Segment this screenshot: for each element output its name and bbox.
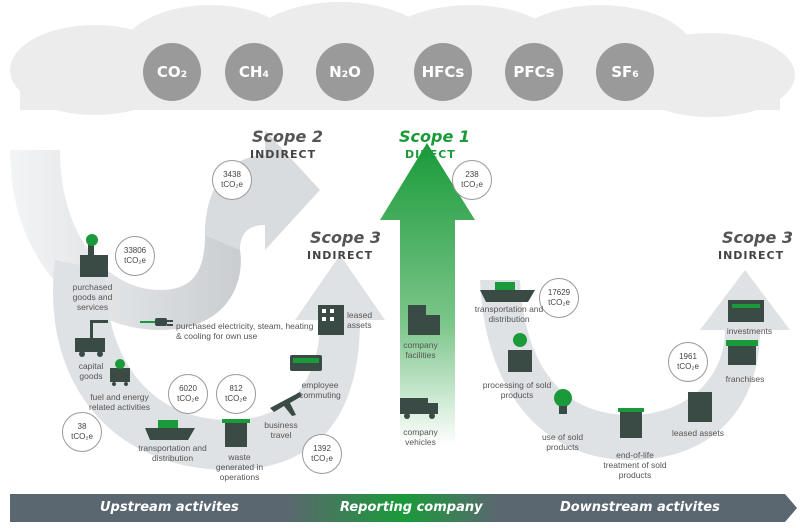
franchises-value: 1961 (679, 352, 697, 361)
gas-hfcs: HFCs (414, 43, 472, 101)
label-transport-up: transportation and distribution (138, 443, 207, 463)
franchises-unit: tCO₂e (677, 362, 699, 371)
gas-sf6: SF₆ (596, 43, 654, 101)
label-franchises: franchises (725, 374, 765, 384)
fuel-energy-unit: tCO₂e (71, 432, 93, 441)
scope1-value: 238 (465, 170, 479, 179)
label-company-facilities: company facilities (403, 340, 438, 360)
truck-icon (400, 398, 438, 419)
transport-down-unit: tCO₂e (548, 298, 570, 307)
scope3-upstream-subtitle: INDIRECT (307, 249, 374, 262)
gas-n2o: N₂O (316, 43, 374, 101)
scope3-downstream-arrow (480, 270, 790, 460)
transport-up-value: 6020 (179, 384, 197, 393)
label-purchased-electricity: purchased electricity, steam, heating & … (176, 321, 314, 341)
label-purchased-goods: purchased goods and services (72, 282, 113, 312)
ship-icon-upstream (145, 420, 195, 440)
shop-icon (726, 340, 758, 365)
label-fuel-energy: fuel and energy related activities (89, 392, 150, 412)
building-icon-downstream (688, 392, 712, 422)
recycle-bin-icon (618, 408, 644, 438)
scope1-arrow (380, 143, 475, 445)
scope1-unit: tCO₂e (461, 180, 483, 189)
cloud-background (10, 2, 795, 117)
investments-icon (728, 300, 764, 322)
gas-pfcs: PFCs (505, 43, 563, 101)
label-investments: investments (726, 326, 773, 336)
business-travel-unit: tCO₂e (311, 454, 333, 463)
bar-downstream-label: Downstream activites (560, 500, 720, 515)
bus-icon (290, 355, 322, 371)
label-leased-assets-up: leased assets (347, 310, 373, 330)
scope2-title: Scope 2 (252, 127, 324, 146)
label-leased-assets-down: leased assets (672, 428, 724, 438)
lightbulb-icon (554, 389, 572, 414)
label-use-sold: use of sold products (541, 432, 584, 452)
factory-icon-downstream (508, 333, 532, 372)
rail-wagon-icon (110, 359, 130, 386)
scope1-subtitle: DIRECT (405, 148, 456, 161)
bar-upstream-label: Upstream activites (100, 500, 239, 515)
label-waste: waste generated in operations (215, 452, 264, 482)
label-employee-commuting: employee commuting (299, 380, 341, 400)
scope2-subtitle: INDIRECT (250, 148, 317, 161)
scope3-upstream-arrow (52, 255, 385, 470)
business-travel-value: 1392 (313, 444, 331, 453)
waste-value: 812 (229, 384, 243, 393)
transport-down-value: 17629 (547, 288, 571, 297)
crane-truck-icon (75, 320, 108, 357)
scope1-title: Scope 1 (399, 127, 471, 146)
transport-up-unit: tCO₂e (177, 394, 199, 403)
gas-co2: CO₂ (143, 43, 201, 101)
scope2-unit: tCO₂e (221, 180, 243, 189)
label-company-vehicles: company vehicles (403, 427, 438, 447)
fuel-energy-value: 38 (77, 422, 87, 431)
label-transport-down: transportation and distribution (474, 304, 544, 324)
bar-reporting-label: Reporting company (340, 500, 483, 515)
plug-icon (140, 318, 173, 326)
scope2-value: 3438 (223, 170, 241, 179)
label-business-travel: business travel (264, 420, 298, 440)
building-icon-company (408, 305, 440, 335)
waste-unit: tCO₂e (225, 394, 247, 403)
scope3-downstream-subtitle: INDIRECT (718, 249, 785, 262)
building-icon-upstream (318, 305, 344, 335)
waste-bin-icon (222, 419, 250, 447)
label-processing: processing of sold products (482, 380, 552, 400)
label-capital-goods: capital goods (78, 361, 104, 381)
gas-ch4: CH₄ (225, 43, 283, 101)
purchased-goods-value: 33806 (123, 246, 147, 255)
activity-bar (10, 494, 797, 522)
factory-icon (80, 234, 108, 277)
scope3-upstream-title: Scope 3 (310, 228, 382, 247)
ship-icon-downstream (480, 282, 535, 302)
airplane-icon (270, 392, 302, 416)
purchased-goods-unit: tCO₂e (124, 256, 146, 265)
label-end-of-life: end-of-life treatment of sold products (603, 450, 667, 480)
scope3-downstream-title: Scope 3 (722, 228, 794, 247)
